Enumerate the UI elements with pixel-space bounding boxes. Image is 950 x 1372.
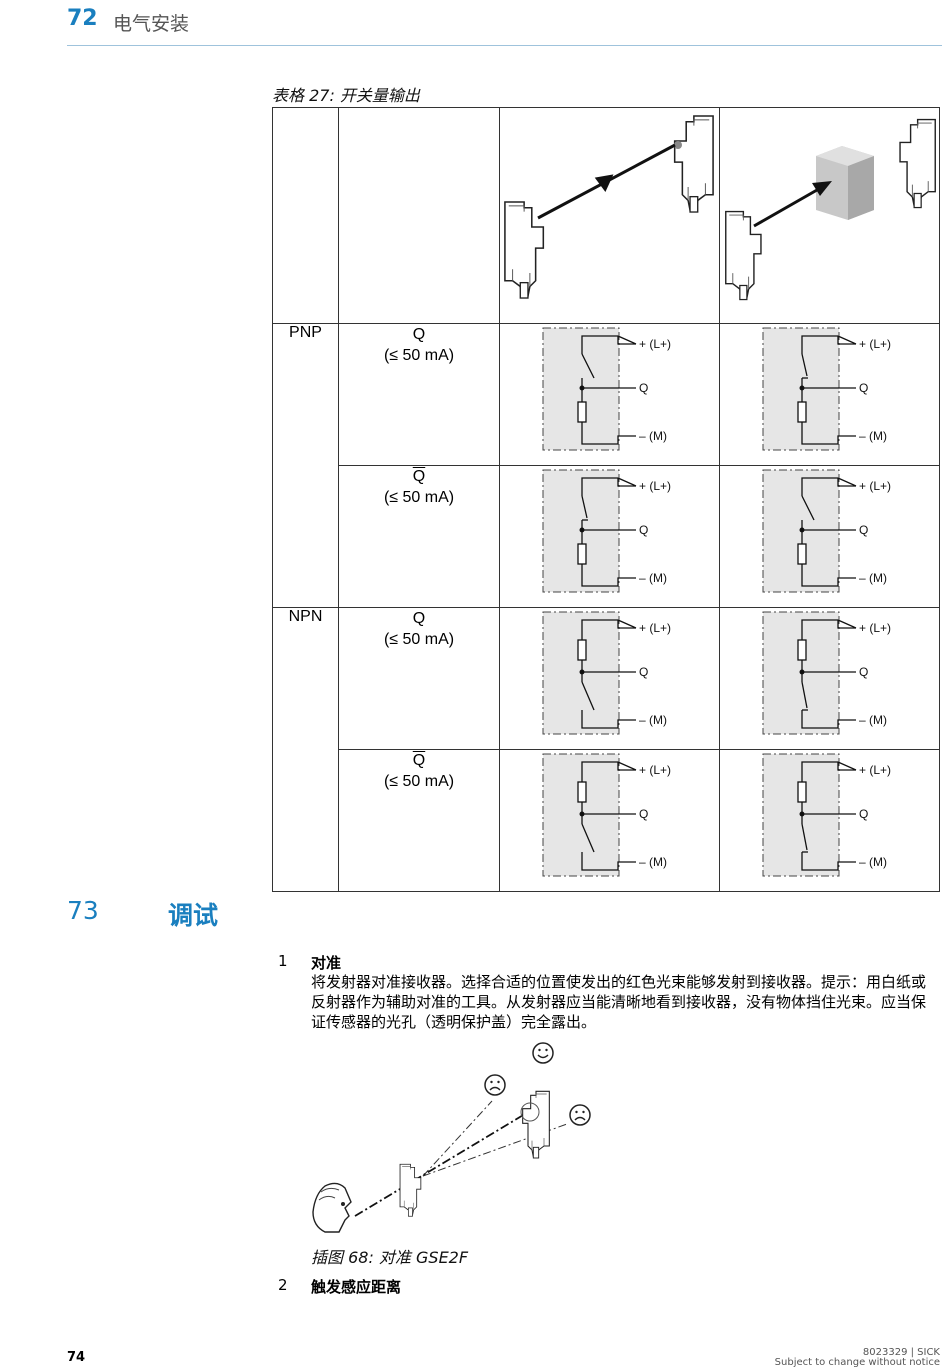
step-title: 触发感应距离 <box>311 1278 402 1296</box>
circuit-label: Q <box>639 665 648 679</box>
chapter-number: 72 <box>67 6 98 31</box>
current-label: (≤ 50 mA) <box>383 631 455 648</box>
table-empty-cell <box>338 107 500 324</box>
section-title: 调试 <box>168 901 219 930</box>
pnp-circuit-diagram: + (L+) Q – (M) <box>762 469 891 593</box>
signal-cell: Q (≤ 50 mA) <box>338 465 500 608</box>
table-row: NPN Q (≤ 50 mA) + (L+) Q – (M) + (L+) Q – (M… <box>272 607 940 892</box>
frown-icon <box>569 1104 591 1126</box>
circuit-cell: + (L+) Q – (M) <box>499 607 720 750</box>
circuit-cell: + (L+) Q – (M) <box>499 323 720 466</box>
pnp-circuit-diagram: + (L+) Q – (M) <box>542 469 671 593</box>
table-row: PNP Q (≤ 50 mA) + (L+) Q – (M) + (L+) Q – (M… <box>272 323 940 608</box>
change-notice: Subject to change without notice <box>774 1357 940 1368</box>
table-row: Q (≤ 50 mA) + (L+) Q – (M) + (L+) Q – (M) <box>273 749 940 892</box>
circuit-label: Q <box>639 523 648 537</box>
smile-icon <box>532 1042 554 1064</box>
signal-cell: Q (≤ 50 mA) <box>338 607 500 750</box>
circuit-cell: + (L+) Q – (M) <box>719 323 940 466</box>
current-label: (≤ 50 mA) <box>383 489 455 506</box>
circuit-label: – (M) <box>639 571 667 585</box>
document-id: 8023329 | SICK <box>862 1347 940 1358</box>
signal-cell: Q (≤ 50 mA) <box>338 323 500 466</box>
table-corner-cell <box>272 107 339 324</box>
header-rule <box>67 45 942 46</box>
circuit-cell: + (L+) Q – (M) <box>719 607 940 750</box>
pnp-circuit-diagram: + (L+) Q – (M) <box>542 327 671 451</box>
current-label: (≤ 50 mA) <box>383 347 455 364</box>
circuit-label: + (L+) <box>859 337 891 351</box>
circuit-cell: + (L+) Q – (M) <box>719 749 940 892</box>
image-cell-free-path <box>499 107 720 324</box>
signal-cell: Q (≤ 50 mA) <box>338 749 500 892</box>
npn-circuit-diagram: + (L+) Q – (M) <box>542 753 671 877</box>
output-type-npn: NPN <box>272 607 339 892</box>
sensor-free-path-illustration <box>504 115 714 299</box>
emitter-icon <box>399 1163 422 1217</box>
circuit-label: + (L+) <box>859 621 891 635</box>
current-label: (≤ 50 mA) <box>383 773 455 790</box>
circuit-label: Q <box>859 807 868 821</box>
signal-label: Q <box>412 610 426 627</box>
image-cell-blocked-path <box>719 107 940 324</box>
pnp-circuit-diagram: + (L+) Q – (M) <box>762 327 891 451</box>
circuit-label: + (L+) <box>639 763 671 777</box>
circuit-label: – (M) <box>639 855 667 869</box>
figure-caption: 插图 68: 对准 GSE2F <box>311 1248 469 1267</box>
alignment-illustration <box>312 1042 591 1233</box>
npn-circuit-diagram: + (L+) Q – (M) <box>762 753 891 877</box>
signal-label: Q <box>412 326 426 343</box>
head-silhouette-icon <box>312 1182 352 1233</box>
step-description: 将发射器对准接收器。选择合适的位置使发出的红色光束能够发射到接收器。提示：用白纸… <box>311 973 927 1031</box>
footer-info: 8023329 | SICK Subject to change without… <box>775 1348 940 1368</box>
step-number: 2 <box>278 1276 288 1294</box>
step-title: 对准 <box>311 954 342 972</box>
table-row: Q (≤ 50 mA) + (L+) Q – (M) + (L+) Q – (M) <box>273 465 940 608</box>
section-number: 73 <box>67 896 99 925</box>
signal-label-inverted: Q <box>412 468 426 485</box>
table-caption: 表格 27: 开关量输出 <box>272 86 420 105</box>
chapter-title: 电气安装 <box>113 13 190 35</box>
output-type-pnp: PNP <box>272 323 339 608</box>
circuit-label: – (M) <box>639 429 667 443</box>
circuit-label: – (M) <box>859 429 887 443</box>
circuit-cell: + (L+) Q – (M) <box>499 465 720 608</box>
circuit-label: Q <box>639 381 648 395</box>
switching-output-table: PNP Q (≤ 50 mA) + (L+) Q – (M) + (L+) Q – (M… <box>272 107 940 892</box>
circuit-label: – (M) <box>859 855 887 869</box>
circuit-cell: + (L+) Q – (M) <box>499 749 720 892</box>
step-number: 1 <box>278 952 288 970</box>
circuit-label: Q <box>859 523 868 537</box>
npn-circuit-diagram: + (L+) Q – (M) <box>542 611 671 735</box>
circuit-cell: + (L+) Q – (M) <box>719 465 940 608</box>
circuit-label: + (L+) <box>859 479 891 493</box>
circuit-label: Q <box>859 665 868 679</box>
circuit-label: – (M) <box>639 713 667 727</box>
circuit-label: – (M) <box>859 713 887 727</box>
signal-label-inverted: Q <box>412 752 426 769</box>
circuit-label: – (M) <box>859 571 887 585</box>
circuit-label: Q <box>859 381 868 395</box>
circuit-label: + (L+) <box>639 479 671 493</box>
sensor-blocked-path-illustration <box>724 118 937 301</box>
circuit-label: Q <box>639 807 648 821</box>
circuit-label: + (L+) <box>859 763 891 777</box>
circuit-label: + (L+) <box>639 337 671 351</box>
circuit-label: + (L+) <box>639 621 671 635</box>
frown-icon <box>484 1074 506 1096</box>
npn-circuit-diagram: + (L+) Q – (M) <box>762 611 891 735</box>
page-number: 74 <box>67 1350 86 1365</box>
